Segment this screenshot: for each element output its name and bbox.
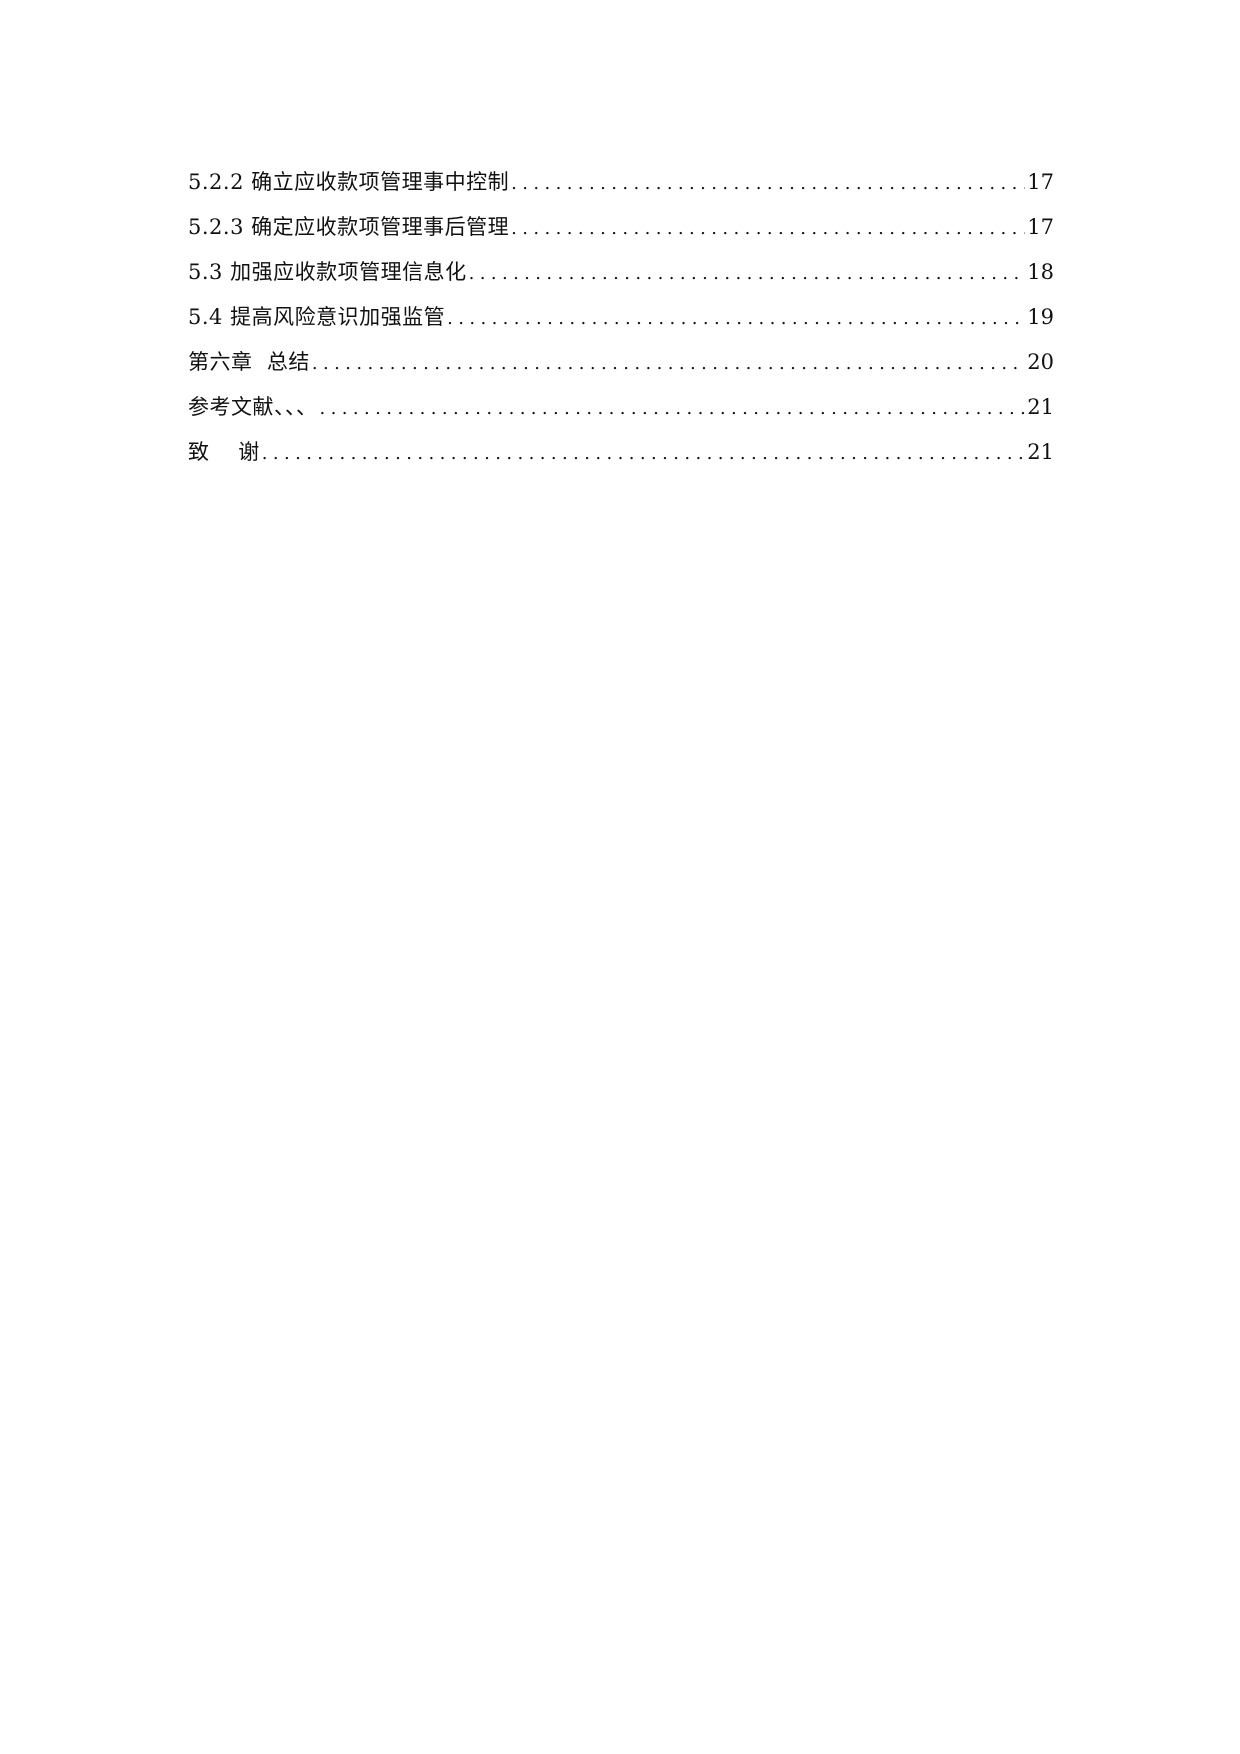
toc-leader-dots <box>312 341 1025 386</box>
toc-entry-page: 19 <box>1027 305 1054 329</box>
toc-leader-dots <box>320 386 1026 431</box>
toc-entry[interactable]: 5.2.3 确定应收款项管理事后管理 17 <box>188 205 1054 250</box>
toc-entry-page: 17 <box>1027 215 1054 239</box>
toc-entry-title: 第六章 总结 <box>188 350 310 374</box>
toc-leader-dots <box>469 251 1026 296</box>
toc-leader-dots <box>447 296 1025 341</box>
toc-entry[interactable]: 5.3 加强应收款项管理信息化 18 <box>188 250 1054 295</box>
toc-entry[interactable]: 参考文献、、、 21 <box>188 385 1054 430</box>
toc-entry-title: 5.2.3 确定应收款项管理事后管理 <box>188 215 510 239</box>
toc-entry-page: 20 <box>1027 350 1054 374</box>
toc-entry[interactable]: 第六章 总结 20 <box>188 340 1054 385</box>
toc-entry[interactable]: 5.4 提高风险意识加强监管 19 <box>188 295 1054 340</box>
toc-entry-title: 5.3 加强应收款项管理信息化 <box>188 260 467 284</box>
toc-entry-page: 21 <box>1027 395 1054 419</box>
toc-entry[interactable]: 5.2.2 确立应收款项管理事中控制 17 <box>188 160 1054 205</box>
toc-entry-title: 参考文献、、、 <box>188 395 318 419</box>
toc-leader-dots <box>511 206 1025 251</box>
toc-entry-page: 21 <box>1027 440 1054 464</box>
toc-entry-title: 致 谢 <box>188 440 260 464</box>
toc-entry-page: 18 <box>1027 260 1054 284</box>
toc-entry[interactable]: 致 谢 21 <box>188 430 1054 475</box>
toc-leader-dots <box>262 431 1026 476</box>
toc-entry-page: 17 <box>1027 170 1054 194</box>
toc-entry-title: 5.2.2 确立应收款项管理事中控制 <box>188 170 510 194</box>
toc-leader-dots <box>511 161 1025 206</box>
toc-entry-title: 5.4 提高风险意识加强监管 <box>188 305 446 329</box>
table-of-contents: 5.2.2 确立应收款项管理事中控制 17 5.2.3 确定应收款项管理事后管理… <box>188 160 1054 475</box>
